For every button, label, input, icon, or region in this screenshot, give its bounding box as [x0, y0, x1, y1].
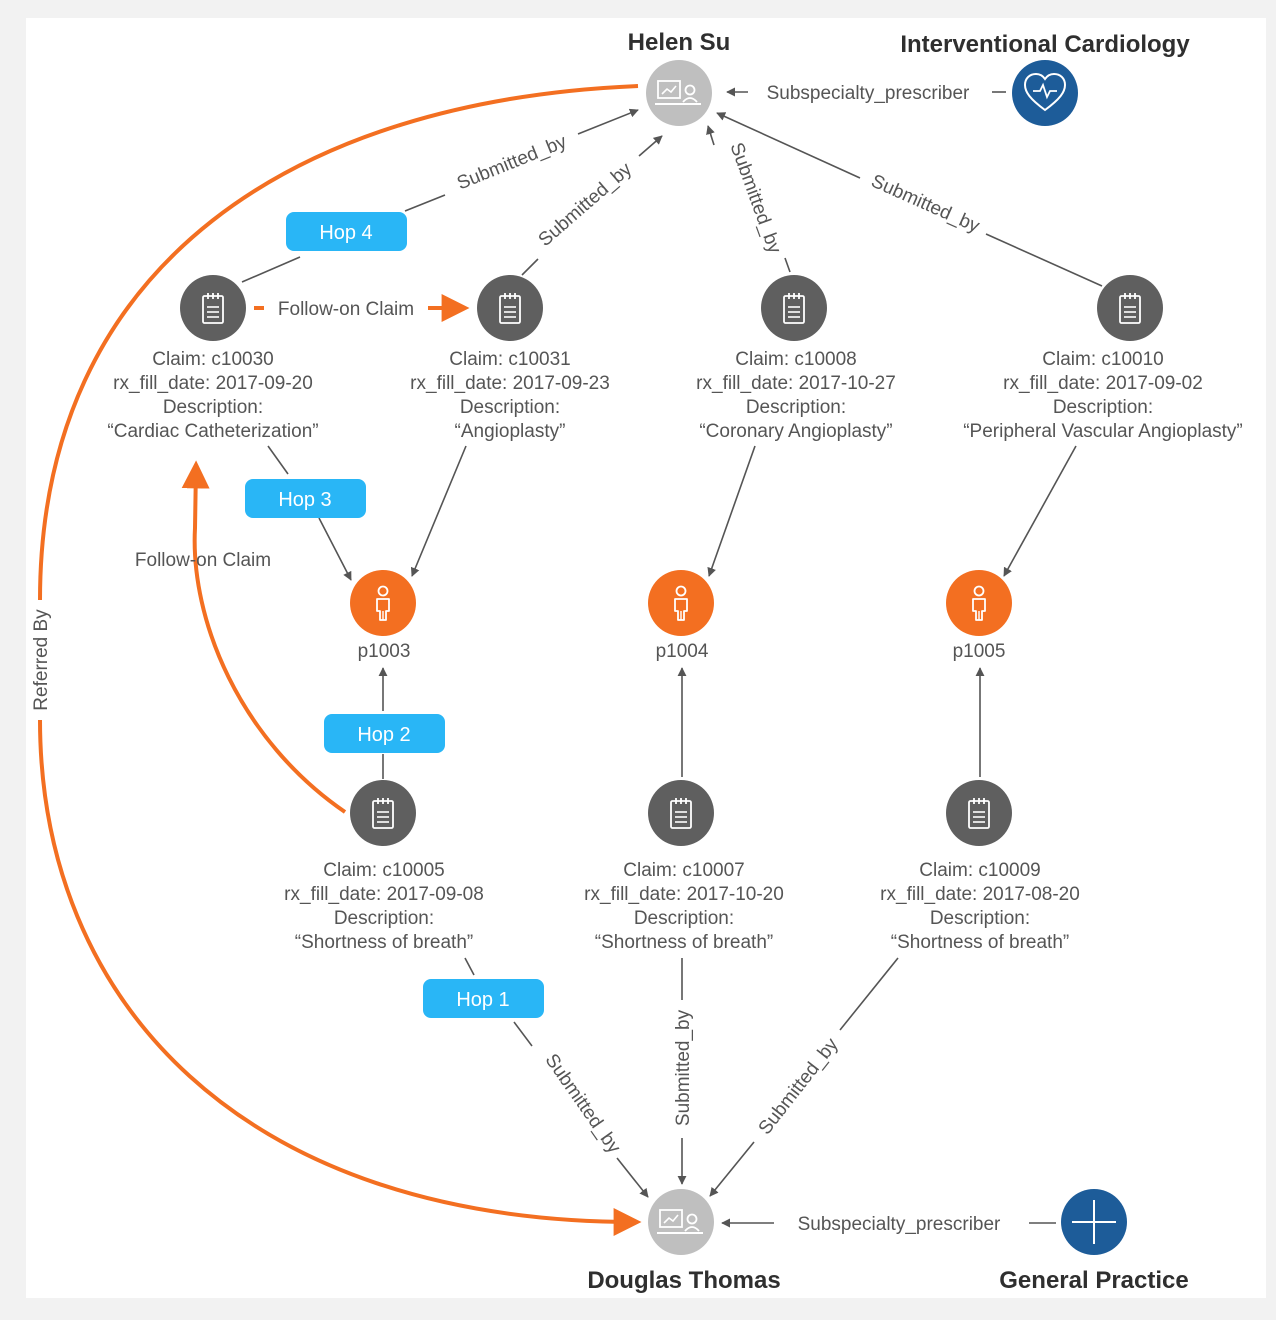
claim-date: rx_fill_date: 2017-08-20: [880, 884, 1080, 905]
claim-node-c10007[interactable]: Claim: c10007 rx_fill_date: 2017-10-20 D…: [584, 780, 784, 953]
hop-badge-2: Hop 2: [324, 714, 445, 753]
edge-c10031-p1003: [410, 445, 467, 577]
patient-id: p1004: [656, 641, 709, 662]
claim-id: Claim: c10010: [1042, 349, 1163, 370]
hop-badge-4: Hop 4: [286, 212, 407, 251]
edge-c10030-helen-c: [577, 108, 639, 135]
diagram-panel: [26, 18, 1266, 1298]
patient-node-p1004[interactable]: p1004: [648, 570, 714, 662]
hop-badge-1: Hop 1: [423, 979, 544, 1018]
prescriber-name: Helen Su: [628, 29, 731, 56]
claim-date: rx_fill_date: 2017-09-20: [113, 373, 313, 394]
claim-node-c10009[interactable]: Claim: c10009 rx_fill_date: 2017-08-20 D…: [880, 780, 1080, 953]
edge-c10005-douglas-b: [513, 1021, 533, 1047]
edge-c10005-douglas-a: [464, 957, 475, 976]
edge-c10030-helen-b: [404, 194, 446, 212]
claim-description-label: Description:: [634, 908, 734, 929]
patient-node-p1003[interactable]: p1003: [350, 570, 416, 662]
edge-c10008-p1004: [707, 445, 756, 577]
label-follow-on-left: Follow-on Claim: [135, 550, 271, 571]
label-submitted-c10009: Submitted_by: [755, 1034, 843, 1139]
label-follow-on-top: Follow-on Claim: [278, 299, 414, 320]
claim-date: rx_fill_date: 2017-10-27: [696, 373, 896, 394]
svg-text:Hop 4: Hop 4: [319, 222, 372, 244]
label-submitted-c10010: Submitted_by: [868, 171, 983, 238]
claim-node-c10031[interactable]: Claim: c10031 rx_fill_date: 2017-09-23 D…: [410, 275, 610, 442]
edge-referred-by-bottom: [38, 719, 642, 1236]
claim-date: rx_fill_date: 2017-09-08: [284, 884, 484, 905]
claim-node-c10010[interactable]: Claim: c10010 rx_fill_date: 2017-09-02 D…: [963, 275, 1243, 442]
hop-badges: Hop 4 Hop 3 Hop 2 Hop 1: [245, 212, 544, 1018]
claim-id: Claim: c10009: [919, 860, 1040, 881]
edge-c10010-helen-a: [985, 233, 1103, 287]
claim-description-label: Description:: [746, 397, 846, 418]
claim-description-label: Description:: [460, 397, 560, 418]
svg-text:Hop 3: Hop 3: [278, 489, 331, 511]
edge-c10031-helen-b: [638, 135, 663, 157]
claim-date: rx_fill_date: 2017-10-20: [584, 884, 784, 905]
claim-id: Claim: c10031: [449, 349, 570, 370]
claim-date: rx_fill_date: 2017-09-02: [1003, 373, 1203, 394]
edge-c10009-douglas-a: [839, 957, 899, 1031]
claim-id: Claim: c10008: [735, 349, 856, 370]
edge-c10005-douglas-c: [616, 1157, 649, 1198]
claim-description: “Angioplasty”: [455, 421, 566, 442]
claim-description: “Shortness of breath”: [595, 932, 773, 953]
edge-c10008-helen-b: [706, 125, 715, 146]
claim-description: “Shortness of breath”: [295, 932, 473, 953]
edge-follow-on-left: [181, 460, 347, 814]
edge-referred-by-top: [38, 84, 639, 601]
prescriber-name: Douglas Thomas: [587, 1267, 780, 1294]
label-referred-by: Referred By: [31, 609, 52, 711]
claim-node-c10030[interactable]: Claim: c10030 rx_fill_date: 2017-09-20 D…: [107, 275, 319, 442]
claim-description-label: Description:: [1053, 397, 1153, 418]
prescriber-helen-su[interactable]: Helen Su: [628, 29, 731, 126]
prescriber-douglas-thomas[interactable]: Douglas Thomas: [587, 1189, 781, 1294]
label-submitted-c10005: Submitted_by: [541, 1050, 625, 1158]
claim-node-c10008[interactable]: Claim: c10008 rx_fill_date: 2017-10-27 D…: [696, 275, 896, 442]
edge-c10030-p1003-b: [318, 517, 352, 581]
claim-id: Claim: c10030: [152, 349, 273, 370]
claim-description-label: Description:: [163, 397, 263, 418]
specialty-name: General Practice: [999, 1267, 1188, 1294]
edge-c10009-douglas-b: [709, 1141, 755, 1197]
label-submitted-c10007: Submitted_by: [673, 1009, 694, 1126]
heart-pulse-icon: [1023, 72, 1067, 112]
patient-id: p1005: [953, 641, 1006, 662]
label-subspecialty-top: Subspecialty_prescriber: [767, 83, 970, 104]
claim-description: “Shortness of breath”: [891, 932, 1069, 953]
specialty-interventional-cardiology[interactable]: Interventional Cardiology: [900, 31, 1190, 126]
edge-c10030-p1003-a: [267, 445, 289, 475]
edge-c10031-helen-a: [521, 258, 539, 276]
label-submitted-c10008: Submitted_by: [725, 140, 785, 257]
claim-description-label: Description:: [930, 908, 1030, 929]
edge-c10010-p1005: [1003, 445, 1077, 577]
claim-description-label: Description:: [334, 908, 434, 929]
edges: [38, 84, 1103, 1236]
patient-node-p1005[interactable]: p1005: [946, 570, 1012, 662]
specialty-name: Interventional Cardiology: [900, 31, 1190, 58]
claim-description: “Coronary Angioplasty”: [699, 421, 892, 442]
edge-c10030-helen-a: [241, 256, 301, 283]
edge-c10008-helen-a: [784, 257, 791, 273]
label-submitted-c10030: Submitted_by: [454, 131, 570, 194]
edge-c10010-helen-b: [716, 112, 861, 179]
svg-text:Hop 2: Hop 2: [357, 724, 410, 746]
svg-text:Hop 1: Hop 1: [456, 989, 509, 1011]
label-submitted-c10031: Submitted_by: [535, 158, 637, 250]
claim-id: Claim: c10007: [623, 860, 744, 881]
claim-node-c10005[interactable]: Claim: c10005 rx_fill_date: 2017-09-08 D…: [284, 780, 484, 953]
claim-date: rx_fill_date: 2017-09-23: [410, 373, 610, 394]
claim-id: Claim: c10005: [323, 860, 444, 881]
label-subspecialty-bottom: Subspecialty_prescriber: [798, 1214, 1001, 1235]
claim-description: “Peripheral Vascular Angioplasty”: [963, 421, 1243, 442]
claim-description: “Cardiac Catheterization”: [107, 421, 318, 442]
hop-badge-3: Hop 3: [245, 479, 366, 518]
patient-id: p1003: [358, 641, 411, 662]
specialty-general-practice[interactable]: General Practice: [999, 1189, 1189, 1294]
plus-icon: [1072, 1200, 1116, 1244]
